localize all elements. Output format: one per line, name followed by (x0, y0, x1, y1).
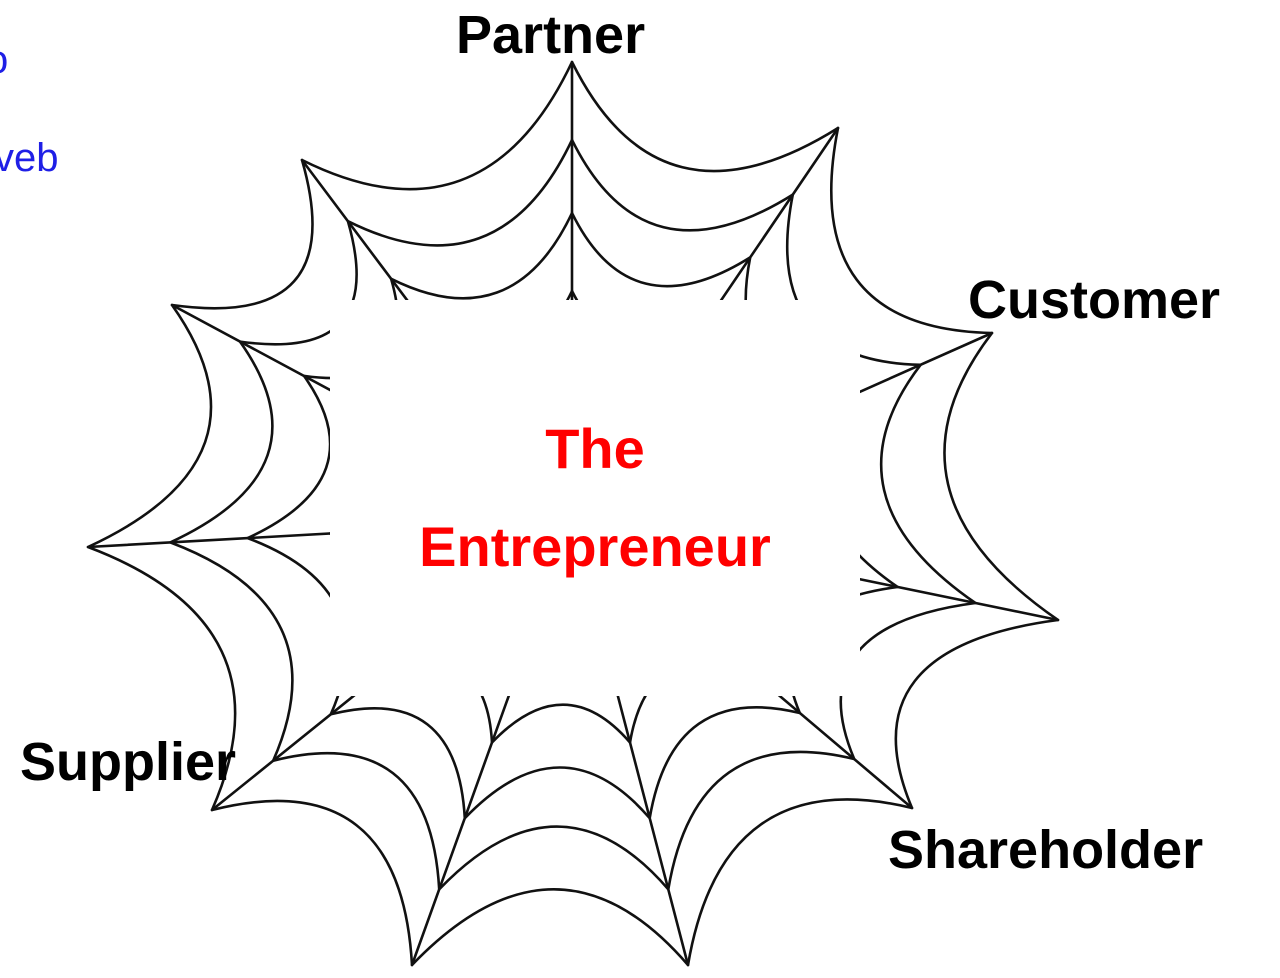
cropped-text-fragment: veb (0, 136, 59, 180)
stakeholder-label-partner: Partner (456, 5, 646, 65)
web-ring (86, 60, 1060, 967)
entrepreneur-center-box: The Entrepreneur (330, 300, 860, 696)
web-ring (169, 138, 977, 891)
center-title-line-1: The (545, 417, 645, 480)
stakeholder-label-shareholder: Shareholder (888, 820, 1204, 880)
center-title-line-2: Entrepreneur (419, 515, 771, 578)
stakeholder-label-customer: Customer (968, 270, 1221, 330)
cropped-text-fragment: o (0, 40, 8, 80)
stakeholder-label-supplier: Supplier (20, 732, 237, 792)
